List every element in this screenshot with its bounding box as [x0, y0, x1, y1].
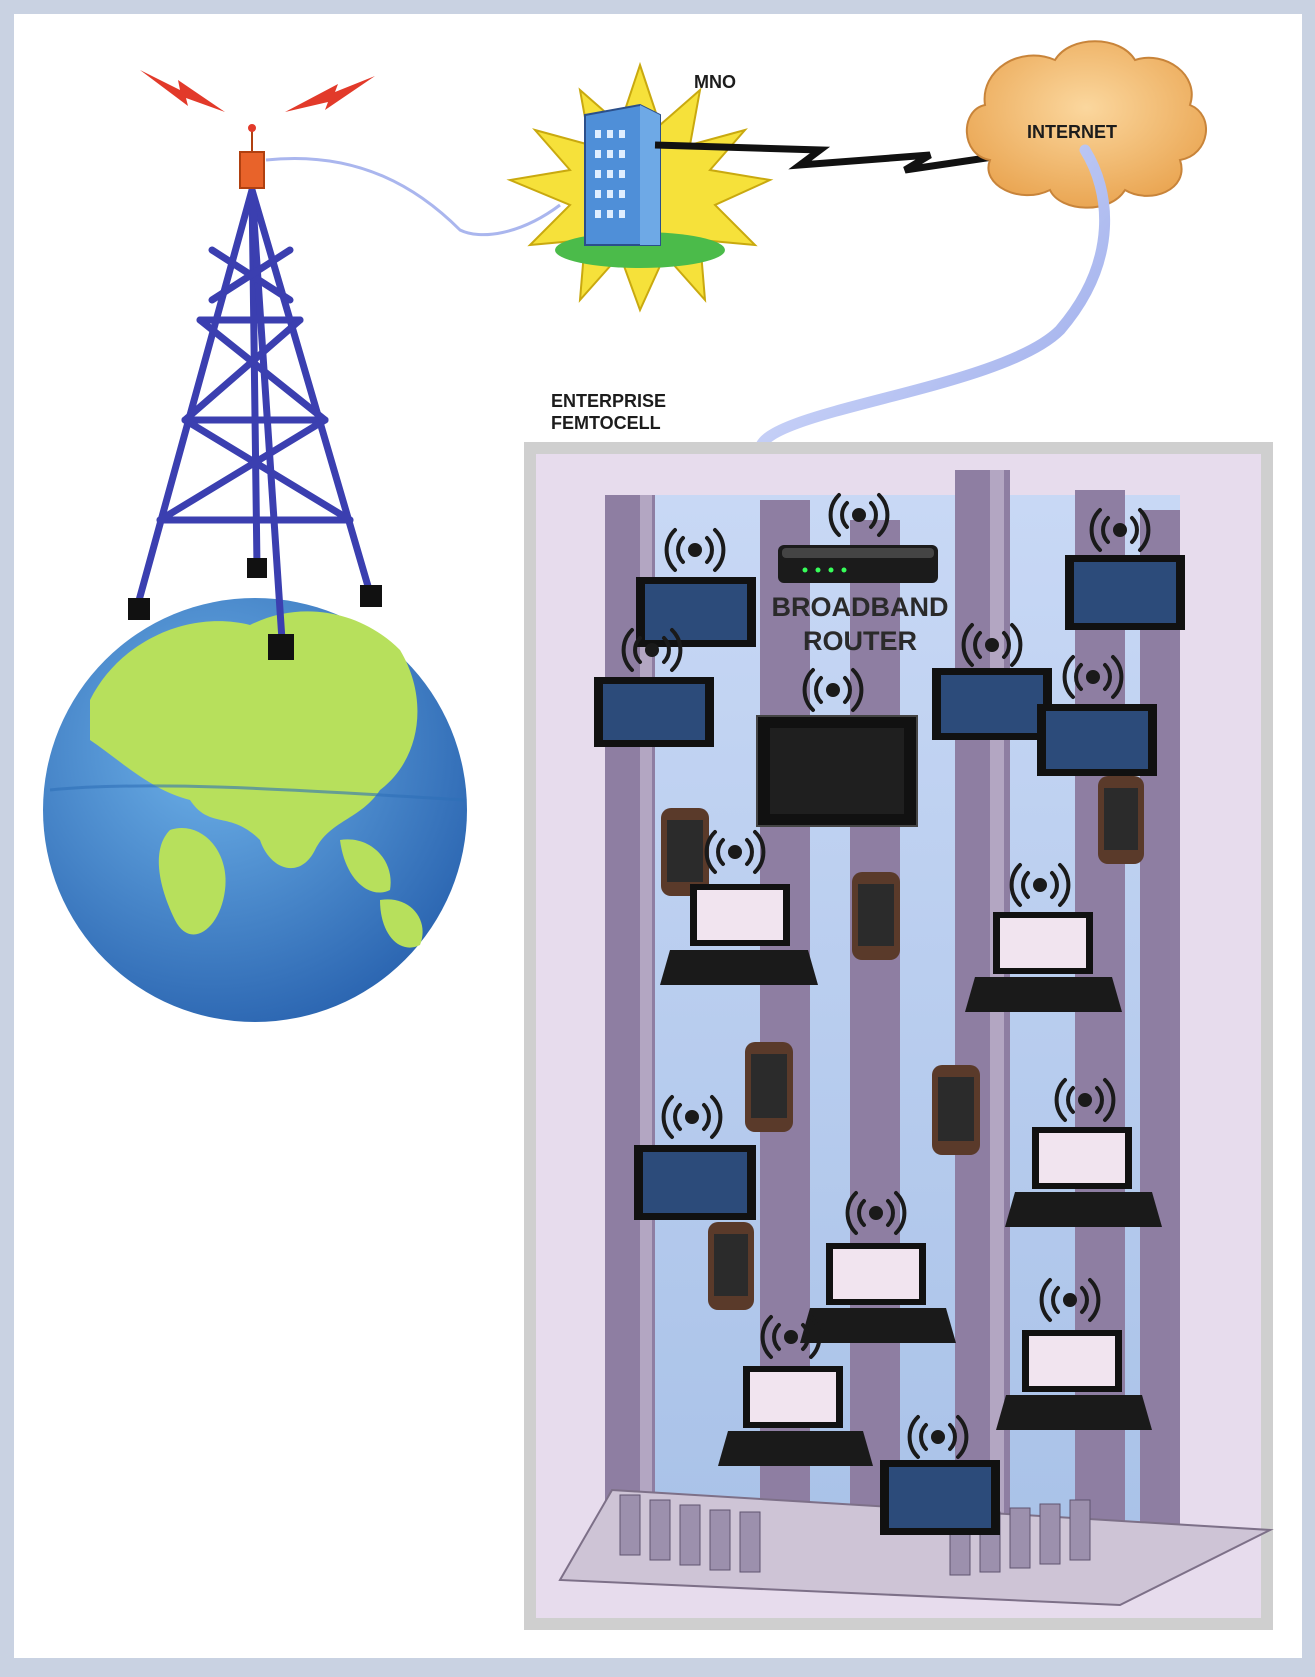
wifi-signal-icon	[1009, 863, 1071, 907]
smartphone-icon	[661, 808, 709, 896]
tower-antenna-icon	[239, 151, 265, 189]
tower-foot-icon	[128, 598, 150, 620]
smartphone-icon	[745, 1042, 793, 1132]
wifi-signal-icon	[1039, 1278, 1101, 1322]
wifi-signal-icon	[1062, 655, 1124, 699]
router-label-line1: BROADBAND	[771, 592, 949, 622]
wifi-signal-icon	[664, 528, 726, 572]
tower-foot-icon	[268, 634, 294, 660]
tablet-icon	[636, 577, 756, 647]
wifi-signal-icon	[1054, 1078, 1116, 1122]
tablet-icon	[634, 1145, 756, 1220]
smartphone-icon	[1098, 776, 1144, 864]
laptop-icon	[965, 912, 1122, 1012]
smartphone-icon	[708, 1222, 754, 1310]
wifi-signal-icon	[661, 1095, 723, 1139]
tablet-icon	[880, 1460, 1000, 1535]
wifi-signal-icon	[621, 628, 683, 672]
enterprise-femtocell-label: ENTERPRISE FEMTOCELL	[551, 390, 666, 434]
wifi-signal-icon	[1089, 508, 1151, 552]
tablet-icon	[1037, 704, 1157, 776]
wifi-signal-icon	[907, 1415, 969, 1459]
wifi-signal-icon	[828, 493, 890, 537]
signal-bolt-icon	[140, 70, 225, 112]
enterprise-label-line2: FEMTOCELL	[551, 413, 661, 433]
internet-cloud-icon	[965, 40, 1207, 209]
mno-internet-link	[654, 141, 1041, 174]
globe-icon	[43, 598, 467, 1022]
router-icon	[778, 545, 938, 583]
smartphone-icon	[932, 1065, 980, 1155]
laptop-icon	[1005, 1127, 1162, 1227]
wifi-signal-icon	[760, 1315, 822, 1359]
laptop-icon	[996, 1330, 1152, 1430]
wifi-signal-icon	[704, 830, 766, 874]
smartphone-icon	[852, 872, 900, 960]
tablet-icon	[594, 677, 714, 747]
wifi-signal-icon	[961, 623, 1023, 667]
laptop-icon	[800, 1243, 956, 1343]
television-icon	[756, 715, 918, 827]
tablet-icon	[1065, 555, 1185, 630]
router-label-line2: ROUTER	[803, 626, 917, 656]
tower-foot-icon	[360, 585, 382, 607]
mno-label: MNO	[694, 72, 736, 92]
wifi-signal-icon	[802, 668, 864, 712]
tablet-icon	[932, 668, 1052, 740]
broadband-router-label: BROADBAND ROUTER	[760, 590, 960, 658]
radio-tower-icon	[134, 186, 374, 644]
backhaul-cable	[265, 157, 561, 237]
tower-foot-icon	[247, 558, 267, 578]
mno-building-icon	[506, 61, 774, 313]
wifi-signal-icon	[845, 1191, 907, 1235]
internet-label: INTERNET	[1027, 122, 1117, 142]
enterprise-label-line1: ENTERPRISE	[551, 391, 667, 411]
signal-bolt-icon	[285, 76, 375, 112]
laptop-icon	[718, 1366, 873, 1466]
laptop-icon	[660, 884, 818, 985]
